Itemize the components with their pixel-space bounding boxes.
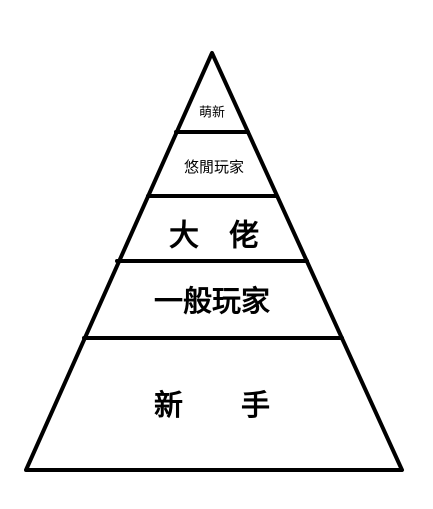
tier-label-fourth: 一般玩家 bbox=[154, 284, 270, 318]
tier-label-second: 悠閒玩家 bbox=[184, 158, 244, 176]
tier-label-middle: 大 佬 bbox=[169, 219, 259, 254]
tier-label-top: 萌新 bbox=[199, 105, 225, 121]
tier-label-bottom: 新 手 bbox=[154, 388, 270, 422]
